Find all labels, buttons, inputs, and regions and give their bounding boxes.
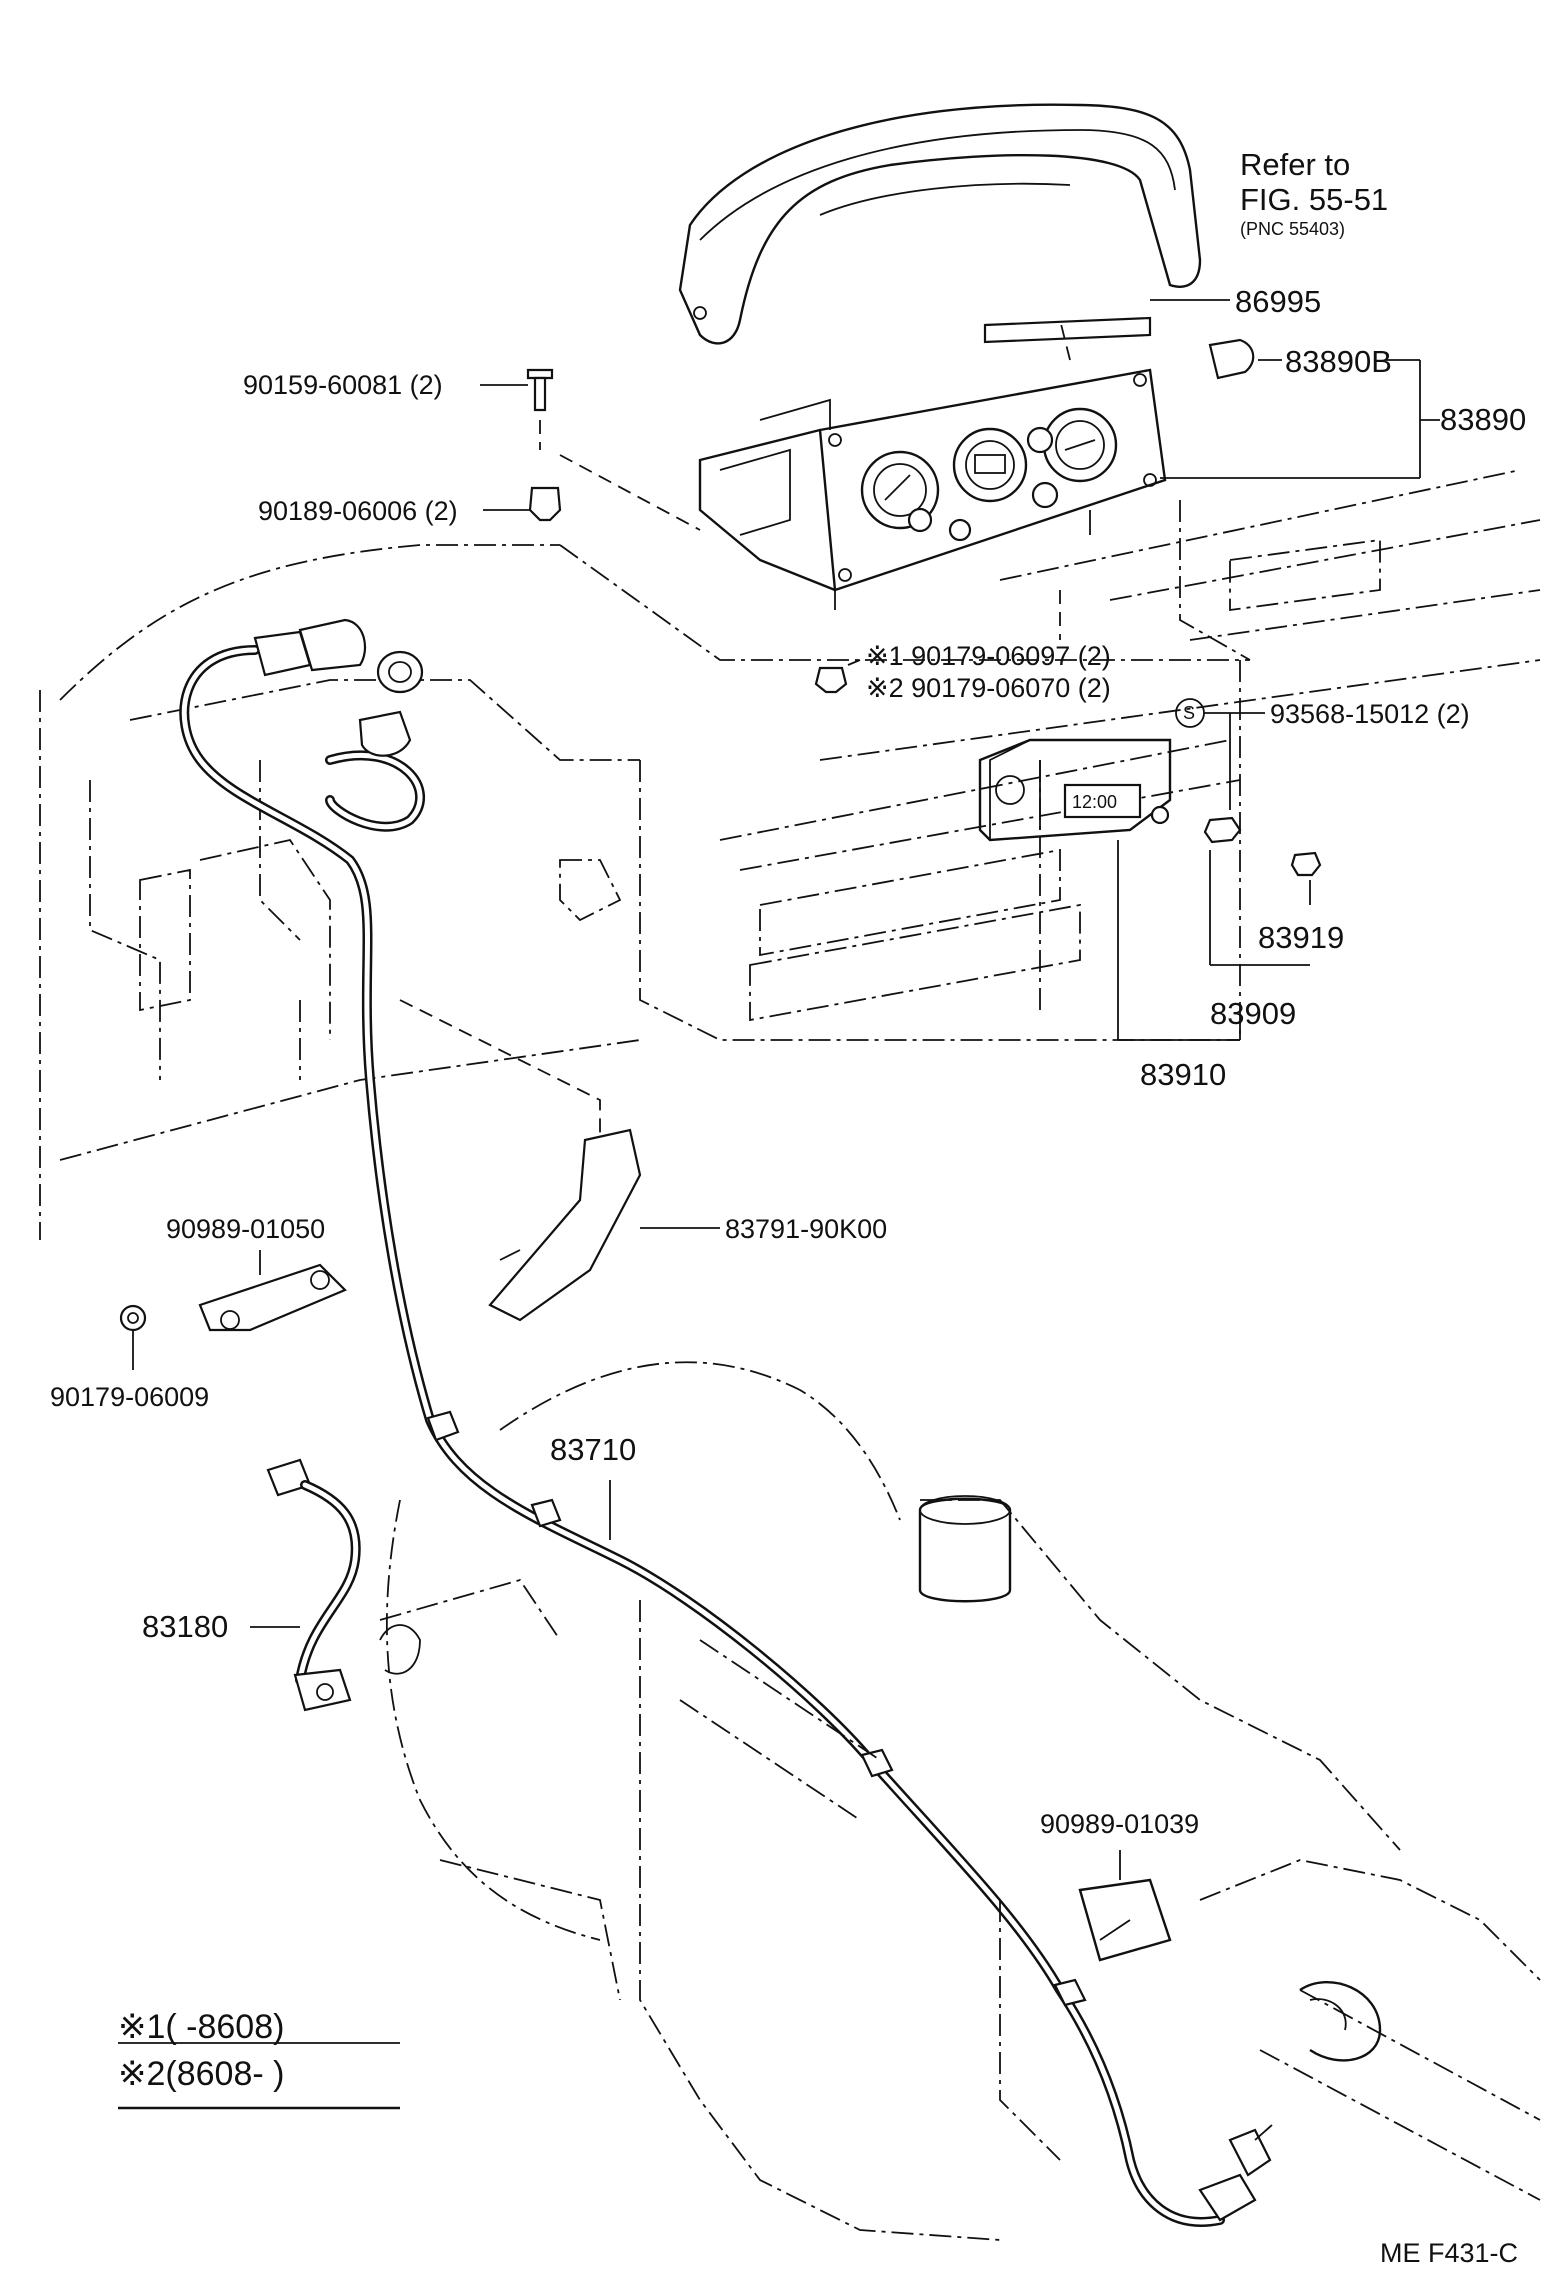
nut-90179 — [814, 590, 1061, 694]
label-90159: 90159-60081 (2) — [243, 370, 443, 400]
label-90179-06009: 90179-06009 — [50, 1382, 209, 1412]
label-refer-line3: (PNC 55403) — [1240, 219, 1345, 239]
label-83791: 83791-90K00 — [725, 1214, 887, 1244]
figure-code: ME F431-C — [1380, 2238, 1518, 2268]
label-93568: 93568-15012 (2) — [1270, 699, 1470, 729]
note-2: ※2(8608- ) — [118, 2055, 284, 2093]
plate-86995 — [983, 299, 1230, 344]
label-90179-1: ※1 90179-06097 (2) — [866, 641, 1111, 671]
label-83890B: 83890B — [1285, 344, 1392, 379]
label-90989-01039: 90989-01039 — [1040, 1809, 1199, 1839]
variant-notes: ※1( -8608) ※2(8608- ) — [118, 2008, 400, 2110]
label-refer-line1: Refer to — [1240, 147, 1350, 182]
meter-assembly — [698, 319, 1167, 610]
label-83890: 83890 — [1440, 402, 1526, 437]
clock-display-text: 12:00 — [1072, 792, 1117, 812]
label-86995: 86995 — [1235, 284, 1321, 319]
sensor-83180 — [250, 1458, 361, 1712]
label-refer-line2: FIG. 55-51 — [1240, 182, 1388, 217]
label-93568-mark: S — [1183, 703, 1195, 723]
label-90989-01050: 90989-01050 — [166, 1214, 325, 1244]
bulb-83919 — [1209, 850, 1322, 966]
label-83180: 83180 — [142, 1609, 228, 1644]
speedometer-cable — [179, 618, 1273, 2227]
screw-93568 — [1175, 698, 1265, 844]
label-83909: 83909 — [1210, 996, 1296, 1031]
clip-90189 — [483, 454, 701, 531]
label-90189: 90189-06006 (2) — [258, 496, 458, 526]
note-1: ※1( -8608) — [118, 2008, 284, 2046]
transmission-outline — [379, 1361, 1541, 2241]
part-labels: Refer to FIG. 55-51 (PNC 55403) 86995 83… — [50, 147, 1526, 1839]
label-83910: 83910 — [1140, 1057, 1226, 1092]
clock-assembly — [978, 738, 1241, 1041]
bulb-83890B — [1160, 338, 1440, 479]
label-83919: 83919 — [1258, 920, 1344, 955]
label-83710: 83710 — [550, 1432, 636, 1467]
meter-hood — [678, 103, 1202, 345]
grommet-90179-06009 — [119, 1304, 147, 1370]
screw-90159 — [480, 368, 554, 450]
bracket-83791 — [399, 999, 720, 1322]
clamp-90989-01050 — [198, 1250, 347, 1332]
label-90179-2: ※2 90179-06070 (2) — [866, 673, 1111, 703]
